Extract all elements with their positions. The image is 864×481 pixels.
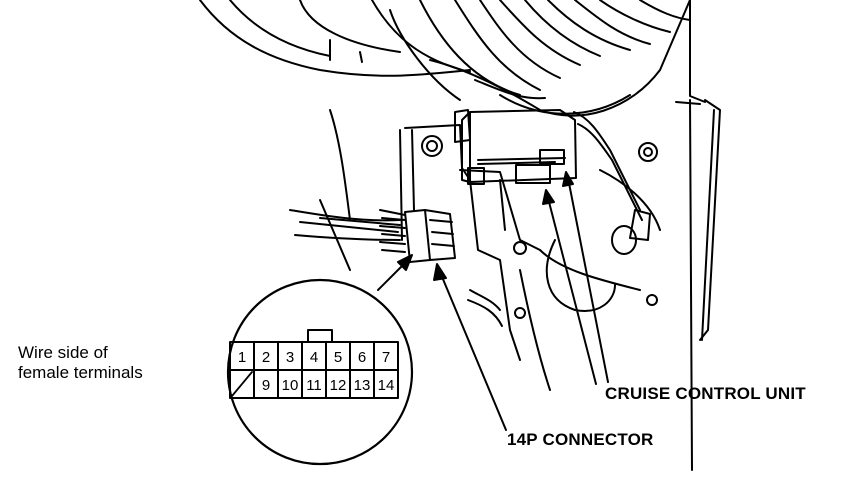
- wire-side-label: Wire side of female terminals: [18, 343, 143, 383]
- wire-side-label-line2: female terminals: [18, 363, 143, 382]
- pin-label: 12: [330, 377, 347, 394]
- pin-label: 3: [286, 349, 294, 366]
- hose-bundle: [199, 0, 691, 117]
- pin-label: 9: [262, 377, 270, 394]
- pin-label: 5: [334, 349, 342, 366]
- connector-14p-drawing: [404, 209, 456, 263]
- cruise-control-unit-drawing: [454, 109, 651, 255]
- connector-pins-bottom-row: 9 10 11 12 13 14: [262, 377, 395, 394]
- callout-arrows: [377, 171, 609, 431]
- side-panel: [638, 0, 721, 471]
- pin-label: 10: [282, 377, 299, 394]
- pin-label: 14: [378, 377, 395, 394]
- inset-terminal-view: [226, 278, 414, 466]
- connector-label: 14P CONNECTOR: [507, 430, 654, 449]
- pin-label: 6: [358, 349, 366, 366]
- wire-harness: [289, 209, 406, 253]
- cruise-control-unit-label: CRUISE CONTROL UNIT: [605, 384, 806, 403]
- pin-label: 11: [306, 377, 322, 394]
- mounting-bracket: [319, 109, 661, 391]
- pin-label: 2: [262, 349, 270, 366]
- wire-side-label-line1: Wire side of: [18, 343, 108, 362]
- pin-label: 1: [238, 349, 246, 366]
- pin-label: 7: [382, 349, 390, 366]
- pin-label: 13: [354, 377, 371, 394]
- pin-label: 4: [310, 349, 318, 366]
